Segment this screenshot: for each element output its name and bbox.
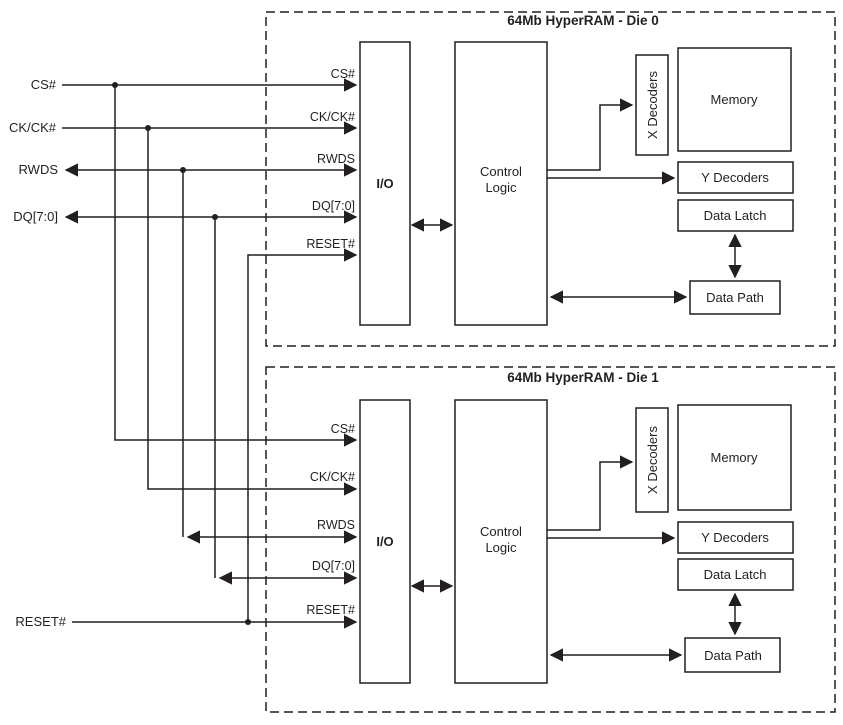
die1-data-latch-box (677, 558, 794, 591)
die1-io-label: I/O (376, 534, 393, 549)
die1-control-logic-label-line1: Control (480, 524, 522, 539)
external-rwds-label: RWDS (19, 162, 59, 177)
die0-control-logic-box (454, 41, 548, 326)
die0-io-label: I/O (376, 176, 393, 191)
die1-pin-rwds-label: RWDS (317, 518, 355, 532)
die1-control-to-x-decoders-wire (547, 455, 634, 531)
die0-pin-cs-label: CS# (331, 67, 355, 81)
die0-data-latch-label: Data Latch (704, 208, 767, 223)
die1-pin-ck-label: CK/CK# (310, 470, 355, 484)
die1-y-decoders-box (677, 521, 794, 554)
die1-x-decoders-label: X Decoders (645, 426, 660, 494)
ck-junction-dot (145, 125, 151, 131)
ck-wire-die1 (147, 128, 358, 496)
die0-pin-reset-label: RESET# (306, 237, 355, 251)
dq-junction-dot (212, 214, 218, 220)
die0-control-to-x-decoders-wire (547, 98, 634, 171)
die0-x-decoders-label: X Decoders (645, 71, 660, 139)
die1-pin-reset-label: RESET# (306, 603, 355, 617)
die0-data-latch-box (677, 199, 794, 232)
die0-x-decoders-box (635, 54, 669, 156)
die0-y-decoders-box (677, 161, 794, 194)
cs-junction-dot (112, 82, 118, 88)
reset-wire-die0 (247, 248, 358, 622)
die1-pin-cs-label: CS# (331, 422, 355, 436)
die1-title: 64Mb HyperRAM - Die 1 (507, 370, 659, 385)
die1-pin-dq-label: DQ[7:0] (312, 559, 355, 573)
external-reset-label: RESET# (15, 614, 66, 629)
die0-pin-rwds-label: RWDS (317, 152, 355, 166)
die1-memory-label: Memory (711, 450, 758, 465)
die0-pin-ck-label: CK/CK# (310, 110, 355, 124)
die1-x-decoders-box (635, 407, 669, 513)
die1-data-path-label: Data Path (704, 648, 762, 663)
external-ck-label: CK/CK# (9, 120, 57, 135)
cs-wire-die1 (114, 85, 358, 447)
die0-memory-label: Memory (711, 92, 758, 107)
die0-pin-dq-label: DQ[7:0] (312, 199, 355, 213)
die0-memory-box (677, 47, 792, 152)
die0-io-box (359, 41, 411, 326)
die0-title: 64Mb HyperRAM - Die 0 (507, 13, 659, 28)
die0-boundary (265, 11, 836, 347)
die1-data-path-box (684, 637, 781, 673)
die0-y-decoders-label: Y Decoders (701, 170, 769, 185)
reset-junction-dot (245, 619, 251, 625)
rwds-junction-dot (180, 167, 186, 173)
die1-y-decoders-label: Y Decoders (701, 530, 769, 545)
die1-data-latch-label: Data Latch (704, 567, 767, 582)
external-dq-label: DQ[7:0] (13, 209, 58, 224)
die0-control-logic-label-line1: Control (480, 164, 522, 179)
die1-memory-box (677, 404, 792, 511)
die0-data-path-box (689, 280, 781, 315)
external-cs-label: CS# (31, 77, 57, 92)
die0-data-path-label: Data Path (706, 290, 764, 305)
die1-io-box (359, 399, 411, 684)
die1-control-logic-label-line2: Logic (485, 540, 517, 555)
die0-control-logic-label-line2: Logic (485, 180, 517, 195)
die1-control-logic-box (454, 399, 548, 684)
